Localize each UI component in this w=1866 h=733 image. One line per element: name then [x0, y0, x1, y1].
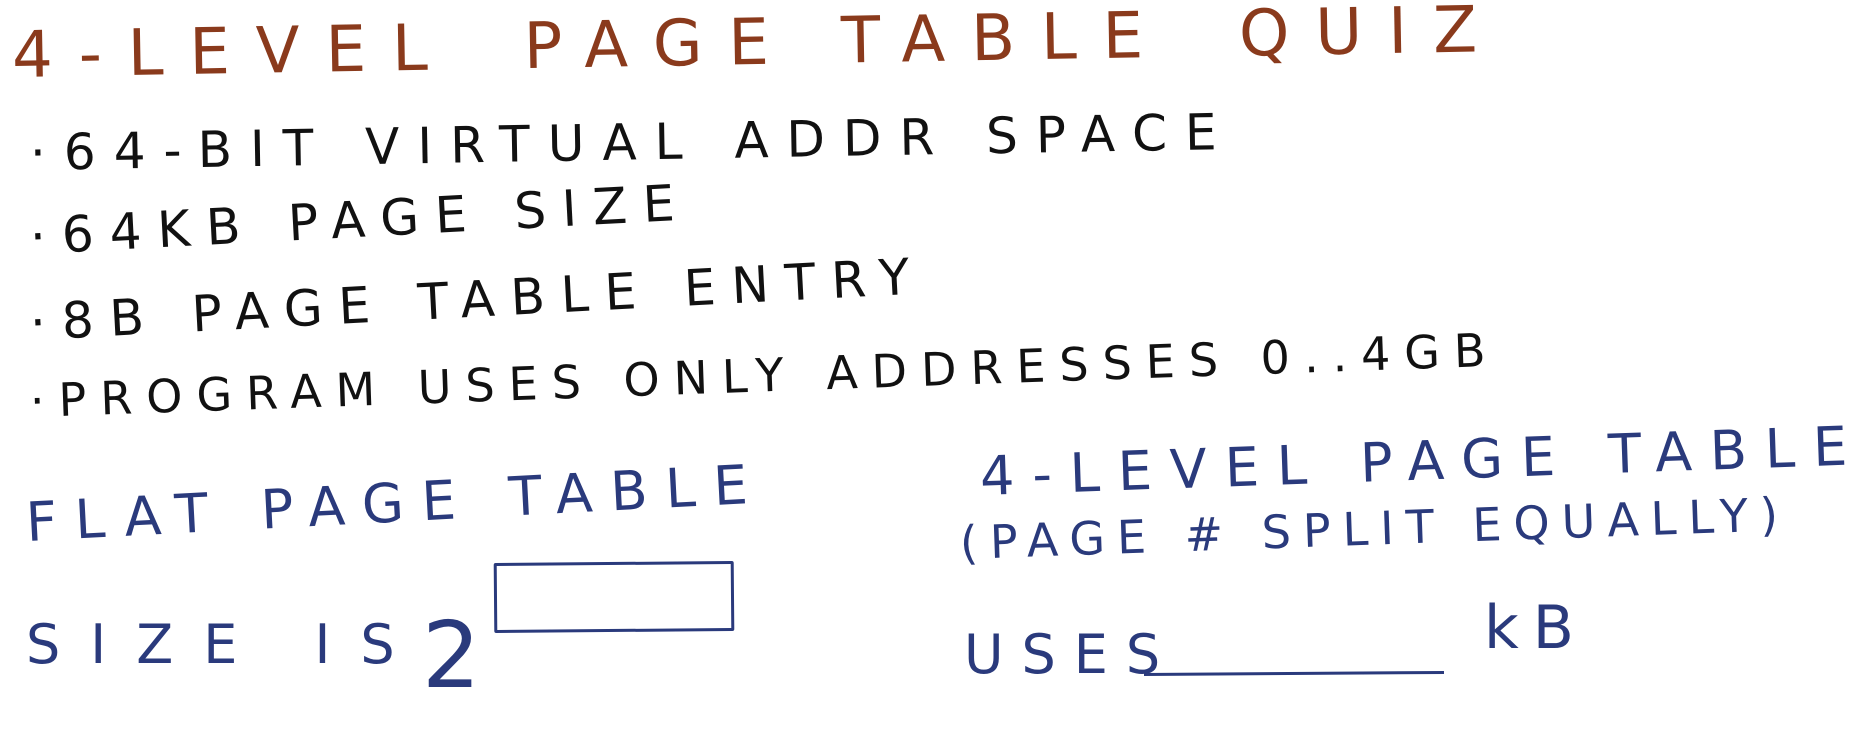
uses-label: USES [964, 623, 1179, 686]
power-base: 2 [422, 602, 481, 709]
exponent-answer-box[interactable] [493, 560, 735, 634]
fact-page-size: ·64kB PAGE SIZE [28, 173, 692, 266]
title-part-quiz: QUIZ [1238, 0, 1504, 72]
kb-answer-blank[interactable] [1143, 670, 1445, 677]
unit-label: kB [1484, 598, 1588, 658]
quiz-title: 4-LEVEL PAGE TABLE QUIZ [11, 0, 1504, 93]
fact-page-table-entry: ·8B PAGE TABLE ENTRY [28, 247, 927, 352]
title-part-page-table: PAGE TABLE [523, 0, 1170, 85]
fact-virtual-address-space: ·64-BIT VIRTUAL ADDR SPACE [29, 102, 1236, 182]
flat-page-table-heading: FLAT PAGE TABLE [24, 452, 768, 554]
flat-size-label: SIZE IS [26, 613, 425, 676]
unit-text: kB [1484, 593, 1588, 663]
fact-address-range: ·PROGRAM USES ONLY ADDRESSES 0..4GB [29, 322, 1501, 428]
title-part-levels: 4-LEVEL [11, 11, 455, 93]
whiteboard: 4-LEVEL PAGE TABLE QUIZ ·64-BIT VIRTUAL AD… [11, 0, 1866, 709]
